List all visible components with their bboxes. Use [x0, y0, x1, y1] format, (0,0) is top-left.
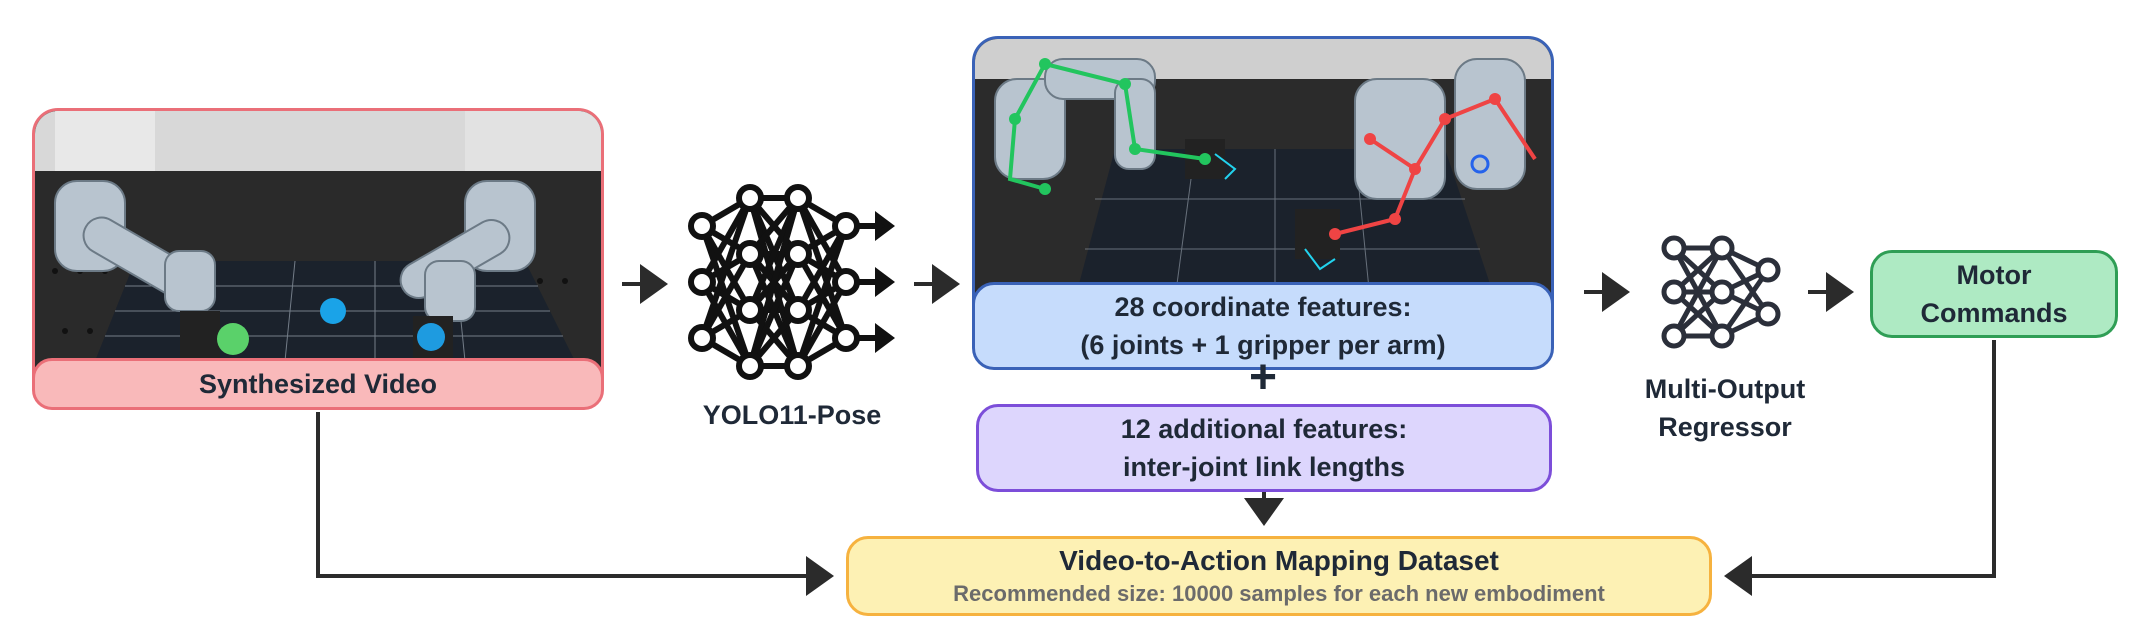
- yolo-label: YOLO11-Pose: [702, 400, 882, 430]
- regressor-line1: Multi-Output: [1644, 374, 1806, 404]
- coordinate-features-box: 28 coordinate features: (6 joints + 1 gr…: [972, 282, 1554, 370]
- synthesized-video-frame: [32, 108, 604, 410]
- arrow-motor-to-dataset: [1724, 340, 1996, 596]
- synthesized-video-image: [35, 111, 601, 407]
- regressor-line2: Regressor: [1658, 412, 1792, 442]
- dataset-box: Video-to-Action Mapping Dataset Recommen…: [846, 536, 1712, 616]
- dataset-subtitle: Recommended size: 10000 samples for each…: [953, 581, 1605, 606]
- synthesized-video-label-box: Synthesized Video: [32, 358, 604, 410]
- additional-features-box: 12 additional features: inter-joint link…: [976, 404, 1552, 492]
- motor-commands-box: Motor Commands: [1870, 250, 2118, 338]
- plus-symbol: +: [1248, 351, 1278, 404]
- dataset-title: Video-to-Action Mapping Dataset: [1059, 545, 1499, 576]
- coordinate-features-line2: (6 joints + 1 gripper per arm): [1080, 330, 1446, 360]
- motor-commands-line1: Motor: [1956, 260, 2032, 290]
- regressor-label: Multi-Output Regressor: [1610, 370, 1840, 446]
- motor-commands-line2: Commands: [1920, 298, 2068, 328]
- regressor-neural-network-icon: [1661, 235, 1781, 349]
- additional-features-line2: inter-joint link lengths: [1123, 452, 1405, 482]
- neural-network-icon: [688, 184, 895, 380]
- arrow-video-to-dataset: [316, 412, 834, 596]
- synthesized-video-label: Synthesized Video: [198, 368, 438, 399]
- coordinate-features-line1: 28 coordinate features:: [1114, 292, 1412, 322]
- additional-features-line1: 12 additional features:: [1120, 414, 1408, 444]
